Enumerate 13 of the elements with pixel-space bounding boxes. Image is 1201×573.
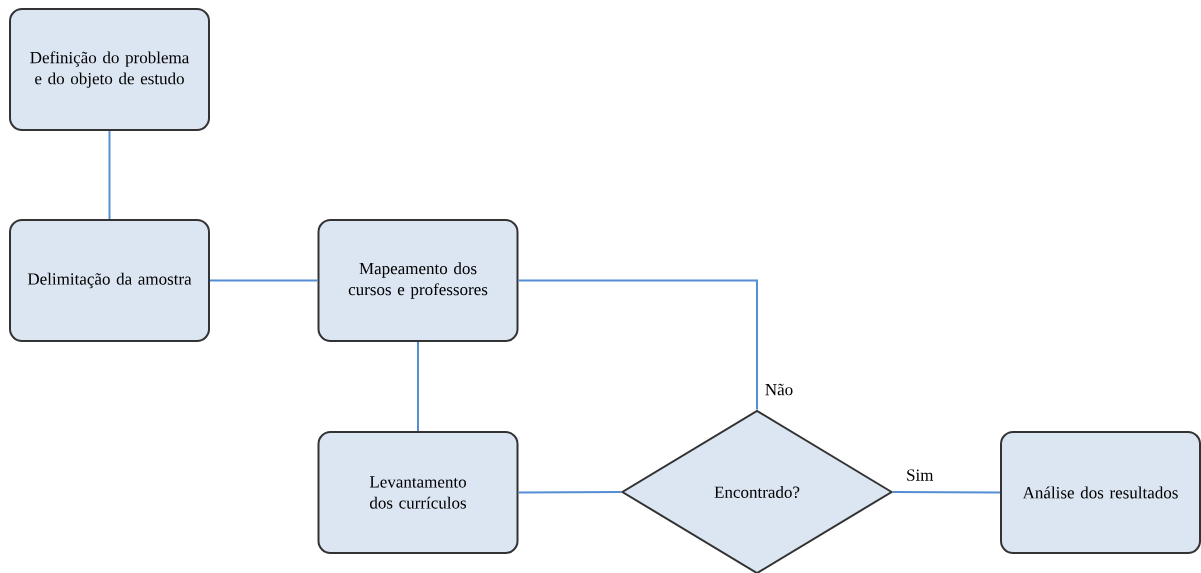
connector-line	[108, 130, 111, 220]
connector-line	[892, 491, 1001, 494]
process-box: Mapeamento dos cursos e professores	[317, 219, 519, 342]
process-box: Delimitação da amostra	[9, 219, 210, 342]
process-box: Análise dos resultados	[1000, 431, 1201, 554]
connector-line	[517, 491, 622, 494]
edge-label: Sim	[905, 468, 935, 482]
edge-label: Não	[763, 382, 795, 397]
connector-line	[209, 279, 319, 282]
process-box: Levantamento dos currículos	[317, 431, 519, 554]
connector-line	[417, 341, 419, 432]
process-box: Definição do problema e do objeto de estudo	[9, 8, 210, 131]
connector-line	[517, 279, 758, 411]
